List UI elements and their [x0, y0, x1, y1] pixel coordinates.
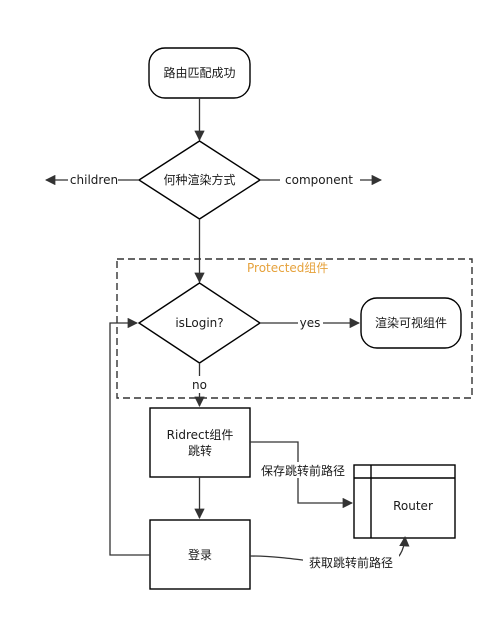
islogin-label: isLogin? — [175, 316, 223, 330]
render-visible-label: 渲染可视组件 — [375, 315, 447, 330]
router-label: Router — [393, 499, 433, 513]
edge-save-path-label-bg — [256, 462, 352, 478]
start-node-label: 路由匹配成功 — [163, 65, 235, 80]
login-label: 登录 — [188, 547, 212, 562]
render-visible-node[interactable] — [360, 297, 462, 349]
edge-get-path-label: 获取跳转前路径 — [309, 555, 393, 570]
protected-group-label: Protected组件 — [247, 261, 328, 275]
edge-save-path-label: 保存跳转前路径 — [261, 463, 345, 478]
edge-yes-label: yes — [300, 316, 321, 330]
redirect-label-line1: Ridrect组件 — [167, 428, 234, 442]
edge-no-label: no — [192, 378, 207, 392]
redirect-node[interactable] — [149, 407, 251, 478]
edge-login-loop-back — [109, 317, 150, 556]
edge-children-label: children — [70, 173, 118, 187]
login-node[interactable] — [149, 519, 251, 590]
edge-get-path-label-bg — [303, 555, 399, 571]
render-mode-label: 何种渲染方式 — [163, 172, 235, 187]
protected-group-frame — [116, 258, 473, 399]
redirect-label-line2: 跳转 — [188, 443, 212, 458]
edge-component-label: component — [285, 173, 353, 187]
